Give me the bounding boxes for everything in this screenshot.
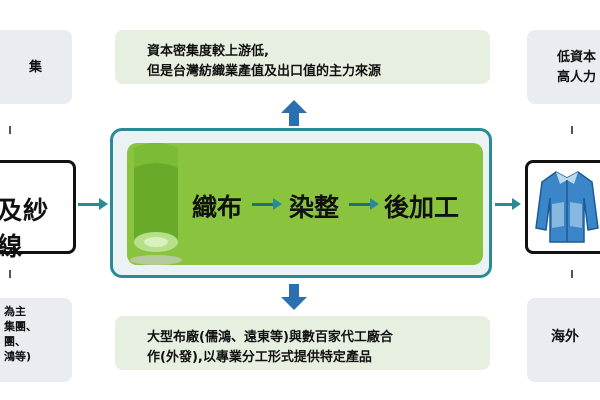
arrow-down-icon: [281, 284, 307, 310]
left-bottom-line-1: 為主: [4, 305, 26, 318]
process-panel: [110, 128, 492, 278]
left-connector-top: [9, 126, 11, 134]
arrow-step-2-to-3: [349, 198, 379, 210]
left-connector-bottom: [9, 270, 11, 278]
left-bottom-line-4: 鴻等): [4, 350, 32, 363]
step-finishing: 後加工: [384, 193, 460, 222]
step-weaving: 織布: [192, 193, 243, 222]
right-bottom-label: 海外: [551, 329, 579, 345]
left-bottom-text: 為主 集團、 團、 鴻等): [4, 304, 37, 364]
top-note-line-2: 但是台灣紡織業產值及出口值的主力來源: [147, 64, 382, 79]
arrow-step-1-to-2: [252, 198, 282, 210]
bottom-note-box: 大型布廠(儒鴻、遠東等)與數百家代工廠合 作(外發),以專業分工形式提供特定產品: [115, 316, 490, 370]
jacket-icon: [535, 171, 599, 243]
left-middle-label: 及紗線: [0, 196, 50, 261]
fabric-roll-icon: [130, 143, 182, 265]
left-top-box: 集: [0, 30, 72, 104]
bottom-note-line-2: 作(外發),以專業分工形式提供特定產品: [147, 350, 372, 365]
step-dyeing: 染整: [289, 193, 340, 222]
left-bottom-line-2: 集團、: [4, 320, 37, 333]
left-bottom-line-3: 團、: [4, 335, 26, 348]
top-note-box: 資本密集度較上游低, 但是台灣紡織業產值及出口值的主力來源: [115, 30, 490, 84]
right-top-line-1: 低資本: [557, 50, 597, 65]
right-connector-top: [571, 126, 573, 134]
arrow-up-icon: [281, 100, 307, 126]
arrow-left-to-center: [78, 198, 108, 210]
top-note-line-1: 資本密集度較上游低,: [147, 44, 269, 59]
left-bottom-box: 為主 集團、 團、 鴻等): [0, 298, 72, 382]
right-top-line-2: 高人力: [557, 70, 597, 85]
arrow-center-to-right: [495, 198, 521, 210]
bottom-note-line-1: 大型布廠(儒鴻、遠東等)與數百家代工廠合: [147, 330, 393, 345]
process-inner-band: [127, 143, 483, 265]
right-connector-bottom: [571, 270, 573, 278]
left-top-label: 集: [28, 60, 42, 75]
right-top-box: 低資本 高人力: [527, 30, 600, 104]
left-middle-box: 及紗線: [0, 160, 76, 261]
right-bottom-box: 海外: [527, 298, 600, 382]
